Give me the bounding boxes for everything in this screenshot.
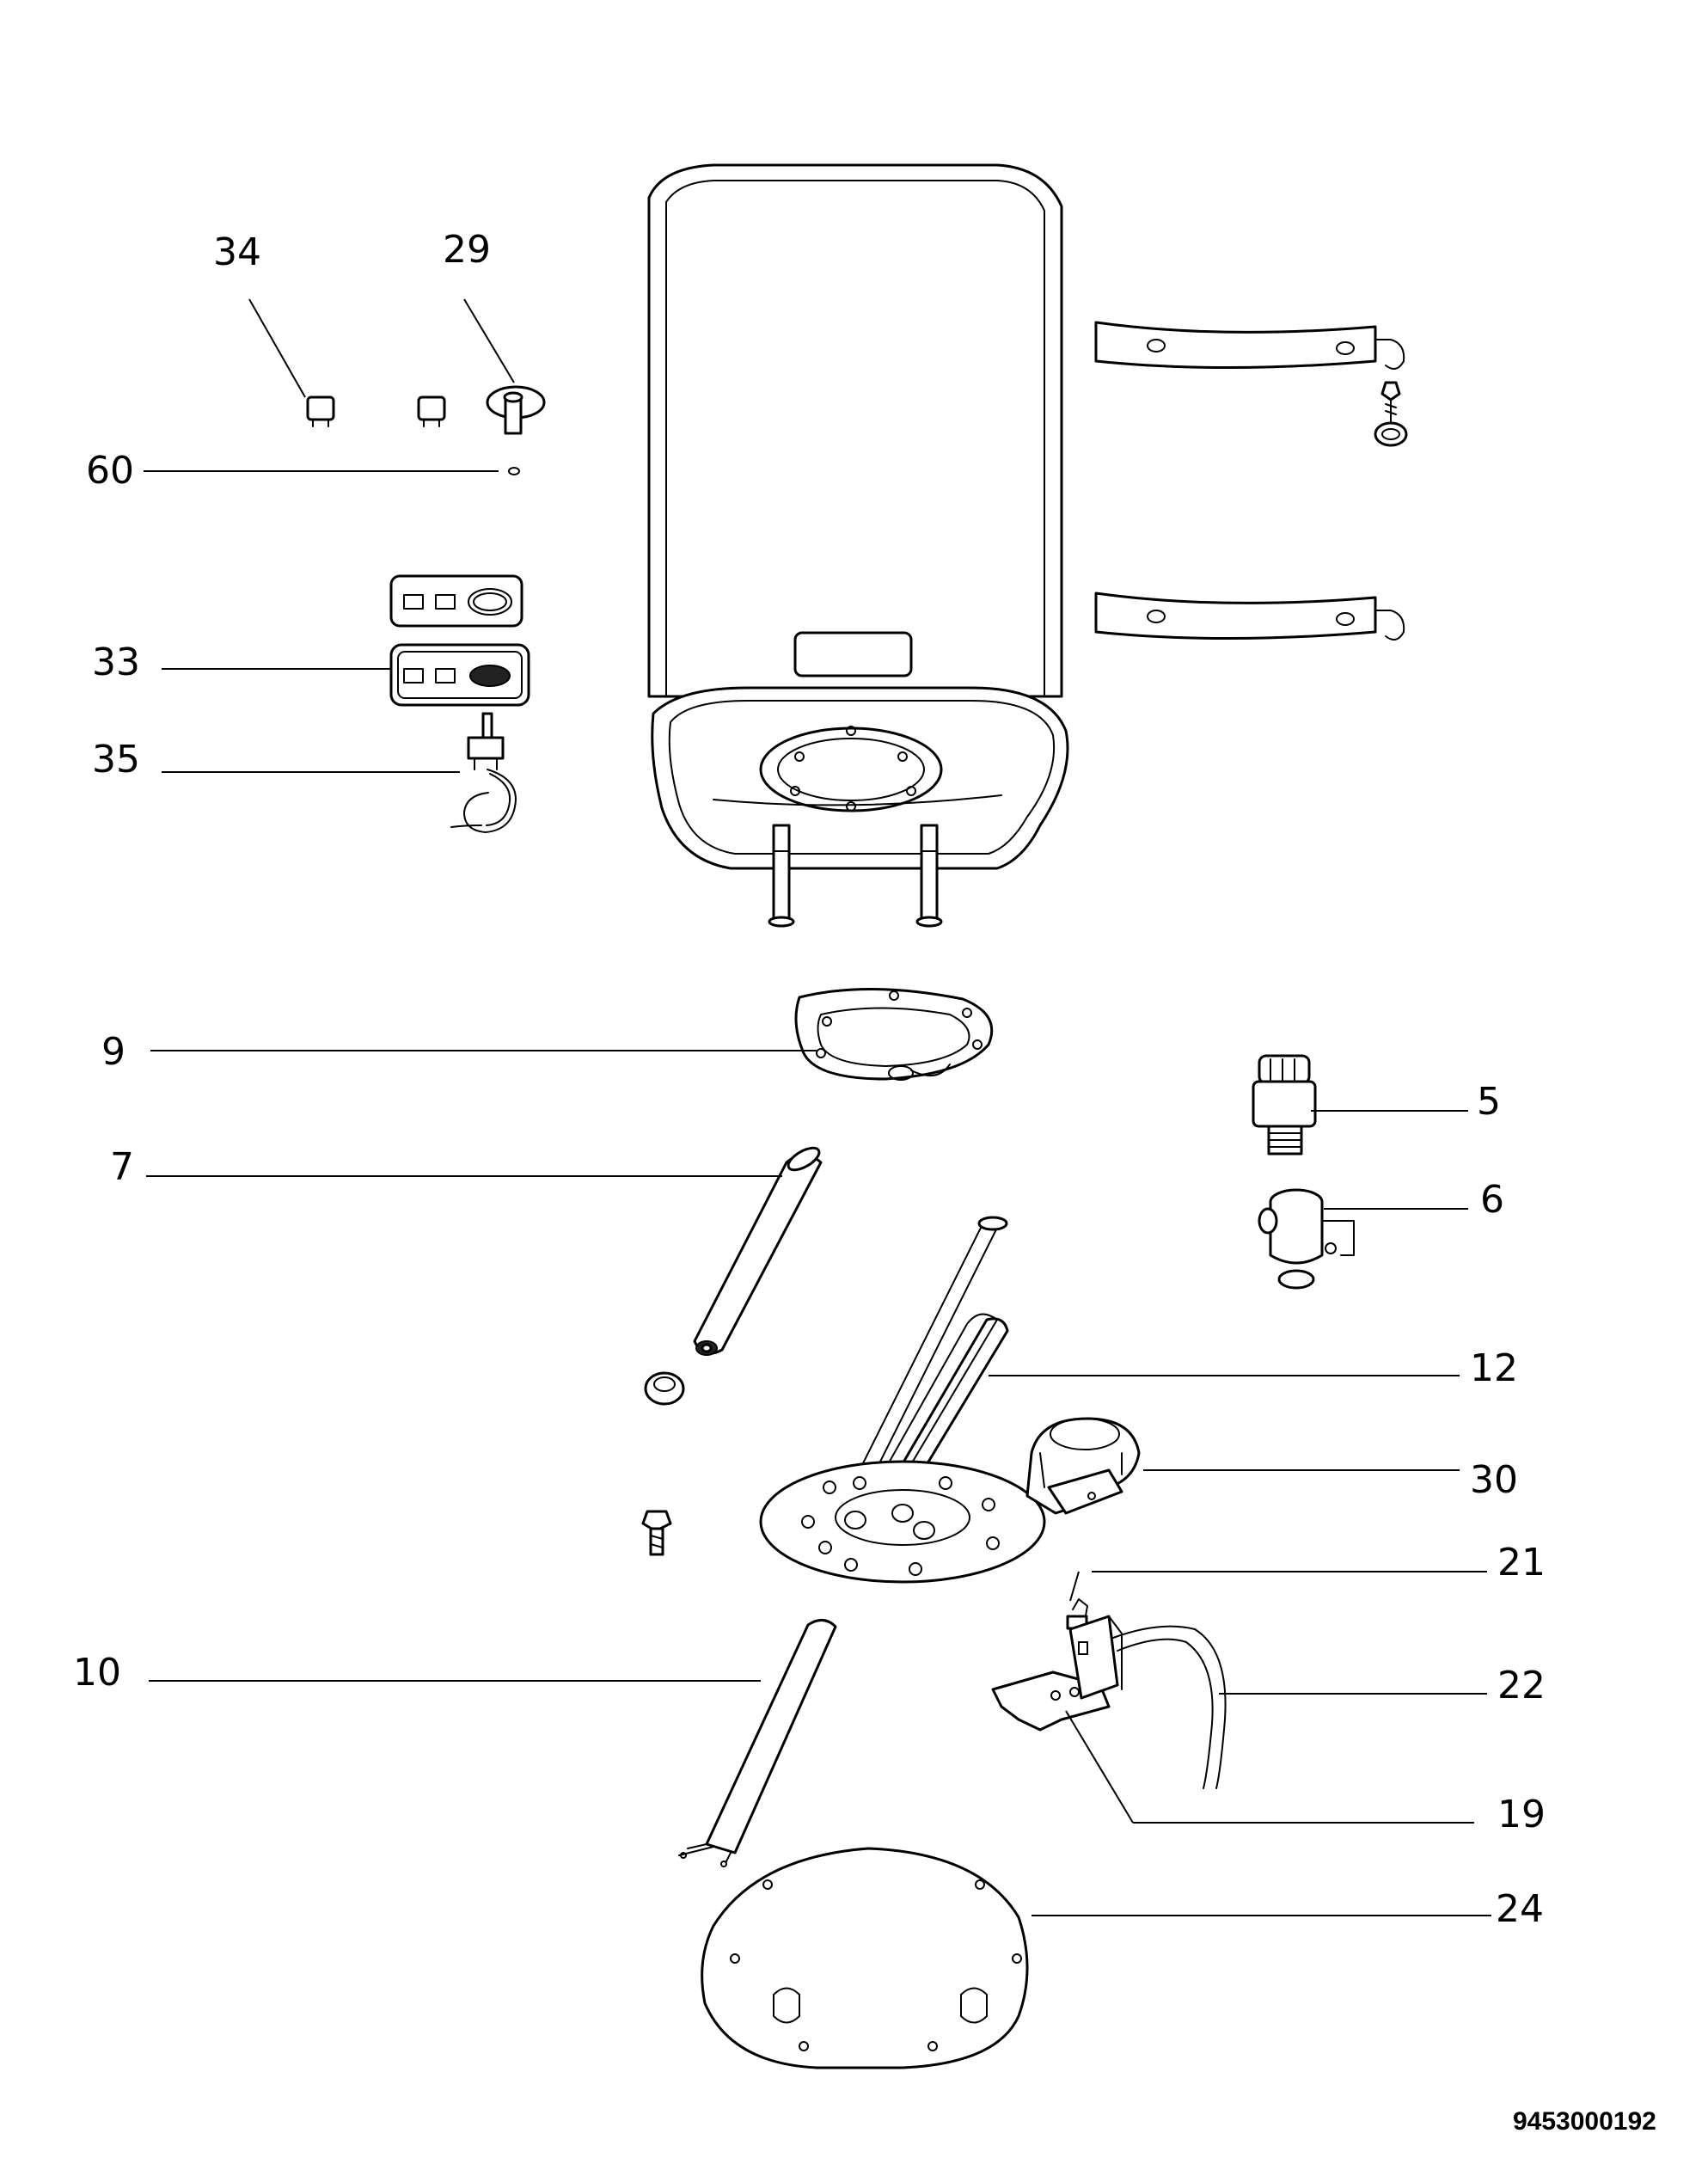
safety-valve [1252,1054,1317,1156]
thermostat-housing [1025,1417,1141,1515]
label-60: 60 [86,449,134,493]
label-30: 30 [1470,1458,1518,1502]
label-33: 33 [92,641,140,684]
indicator-lamp-left [306,395,335,427]
label-34: 34 [213,230,261,274]
tee-fitting [1258,1188,1355,1290]
bottom-cover [701,1847,1029,2069]
wall-bracket-top [1094,321,1405,370]
label-29: 29 [443,228,491,272]
label-19: 19 [1497,1793,1546,1836]
label-12: 12 [1470,1346,1518,1390]
knob-spring-clip [508,467,520,475]
control-panel-front [389,574,523,628]
callout-labels: 34 29 60 33 35 9 7 5 6 12 30 21 10 22 19… [73,228,1546,1931]
bracket-screw-washer [1374,381,1408,447]
label-7: 7 [110,1145,134,1189]
control-panel-back [389,643,530,707]
anode-nut [644,1371,685,1406]
label-22: 22 [1497,1664,1546,1707]
label-5: 5 [1477,1080,1501,1124]
indicator-lamp-right [417,395,446,427]
power-cable [1112,1625,1227,1789]
magnesium-anode [693,1146,823,1356]
flange-bolt [641,1510,672,1556]
leader-lines [144,298,1491,1916]
label-6: 6 [1480,1178,1504,1222]
label-35: 35 [92,738,140,782]
thermostat-capillary [450,712,517,833]
heating-element-flange [759,1216,1046,1584]
heating-rod [678,1619,837,1867]
mounting-plate [991,1615,1123,1732]
water-heater-tank [647,163,1069,928]
label-10: 10 [73,1651,121,1695]
wall-bracket-bottom [1094,592,1405,641]
label-21: 21 [1497,1541,1546,1585]
document-code: 9453000192 [1513,2107,1656,2136]
flange-gasket [794,988,994,1081]
label-9: 9 [101,1030,125,1074]
label-24: 24 [1496,1887,1544,1931]
thermostat-knob [486,385,546,435]
